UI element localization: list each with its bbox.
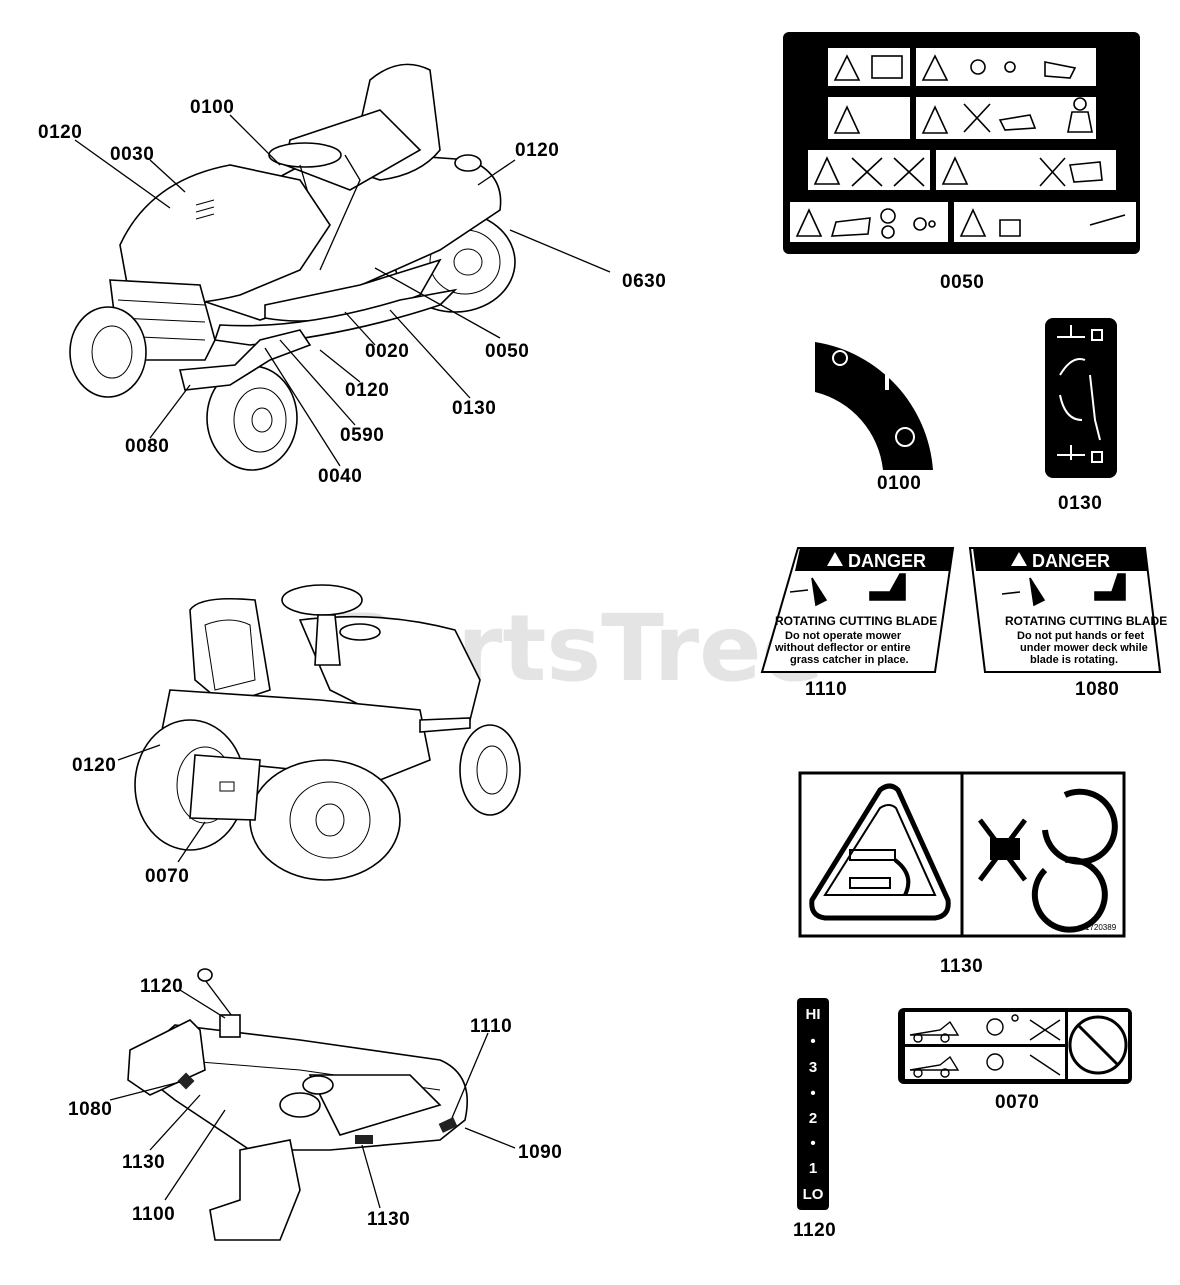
decal-0100: O I bbox=[815, 342, 933, 470]
decal-1120: HI • 3 • 2 • 1 LO bbox=[797, 998, 829, 1210]
danger-header: DANGER bbox=[1032, 551, 1110, 571]
decal-label-1110: 1110 bbox=[805, 679, 847, 700]
decal-code: 1720389 bbox=[1085, 923, 1117, 932]
decal-label-0050: 0050 bbox=[940, 272, 984, 293]
callout-label: 0590 bbox=[340, 425, 384, 446]
callout-label: 1080 bbox=[68, 1099, 112, 1120]
callout-label: 0120 bbox=[38, 122, 82, 143]
callout-label: 0130 bbox=[452, 398, 496, 419]
decal-0050 bbox=[783, 32, 1140, 254]
decal-0130 bbox=[1045, 318, 1117, 478]
decal-0070 bbox=[898, 1008, 1132, 1084]
danger-line: without deflector or entire bbox=[774, 642, 911, 654]
callout-label: 0020 bbox=[365, 341, 409, 362]
scale-mark: HI bbox=[806, 1006, 821, 1023]
tractor-rear-callouts: 0120 0070 bbox=[72, 755, 189, 887]
decal-label-1130: 1130 bbox=[940, 956, 983, 977]
callout-label: 0030 bbox=[110, 144, 154, 165]
danger-line: blade is rotating. bbox=[1030, 654, 1118, 666]
callout-label: 0630 bbox=[622, 271, 666, 292]
decal-1110: DANGER ROTATING CUTTING BLADE Do not ope… bbox=[760, 547, 955, 673]
scale-mark: • bbox=[810, 1085, 815, 1102]
decal-label-1080: 1080 bbox=[1075, 679, 1119, 700]
danger-header: DANGER bbox=[848, 551, 926, 571]
decal-label-0100: 0100 bbox=[877, 473, 921, 494]
callout-label: 0120 bbox=[345, 380, 389, 401]
tractor-front-drawing bbox=[69, 63, 516, 471]
danger-line: Do not operate mower bbox=[785, 630, 902, 642]
danger-line: under mower deck while bbox=[1020, 642, 1148, 654]
decal-label-0130: 0130 bbox=[1058, 493, 1102, 514]
danger-title: ROTATING CUTTING BLADE bbox=[775, 614, 937, 628]
callout-label: 0120 bbox=[72, 755, 116, 776]
decal-1080: DANGER ROTATING CUTTING BLADE Do not put… bbox=[968, 547, 1167, 673]
scale-mark: 2 bbox=[809, 1110, 817, 1127]
scale-mark: LO bbox=[803, 1186, 824, 1203]
mower-deck-callouts: 1120 1110 1080 1130 1100 1130 1090 bbox=[68, 976, 562, 1230]
callout-label: 0040 bbox=[318, 466, 362, 487]
callout-label: 0080 bbox=[125, 436, 169, 457]
scale-mark: • bbox=[810, 1033, 815, 1050]
callout-label: 0050 bbox=[485, 341, 529, 362]
mower-deck-leaders bbox=[109, 989, 516, 1209]
callout-label: 1130 bbox=[122, 1152, 165, 1173]
danger-line: Do not put hands or feet bbox=[1017, 630, 1144, 642]
scale-mark: • bbox=[810, 1135, 815, 1152]
mower-deck-drawing bbox=[127, 968, 469, 1241]
danger-title: ROTATING CUTTING BLADE bbox=[1005, 614, 1167, 628]
callout-label: 0120 bbox=[515, 140, 559, 161]
scale-mark: 3 bbox=[809, 1059, 817, 1076]
decal-label-0070: 0070 bbox=[995, 1092, 1039, 1113]
callout-label: 0070 bbox=[145, 866, 189, 887]
decal-label-1120: 1120 bbox=[793, 1220, 836, 1241]
tractor-rear-leaders bbox=[117, 744, 206, 863]
tractor-front-leaders bbox=[74, 114, 611, 467]
callout-label: 1090 bbox=[518, 1142, 562, 1163]
callout-label: 0100 bbox=[190, 97, 234, 118]
danger-line: grass catcher in place. bbox=[790, 654, 909, 666]
callout-label: 1110 bbox=[470, 1016, 512, 1037]
decal-1130: 1720389 bbox=[798, 771, 1126, 938]
callout-label: 1100 bbox=[132, 1204, 175, 1225]
tractor-front-callouts: 0120 0030 0100 0120 0630 0050 0020 0120 … bbox=[38, 97, 666, 487]
scale-mark: 1 bbox=[809, 1160, 817, 1177]
callout-label: 1130 bbox=[367, 1209, 410, 1230]
callout-label: 1120 bbox=[140, 976, 183, 997]
tractor-rear-drawing bbox=[134, 584, 521, 881]
